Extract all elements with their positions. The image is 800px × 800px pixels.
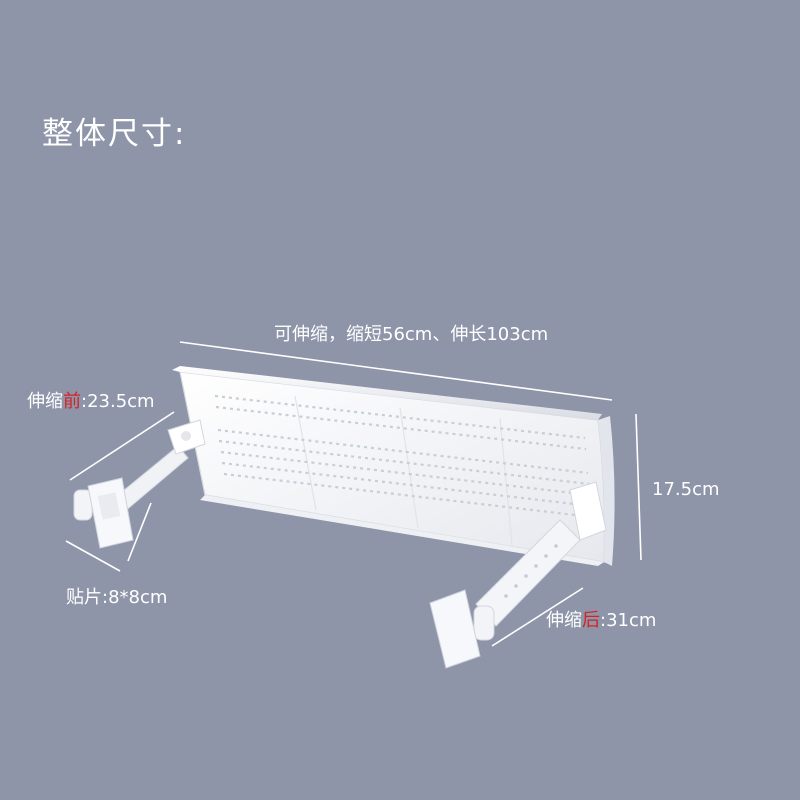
front-arm-label-value: :23.5cm: [81, 391, 155, 412]
page-title: 整体尺寸:: [42, 116, 187, 152]
front-arm-label: 伸缩前:23.5cm: [27, 387, 155, 413]
back-wall-pad: [429, 589, 481, 669]
length-dimension-line: [179, 341, 613, 401]
back-arm: [473, 481, 607, 641]
front-arm-dimension-line: [69, 411, 175, 481]
pad-width-dimension-line: [65, 540, 121, 572]
height-dimension-label: 17.5cm: [652, 479, 720, 500]
pad-height-dimension-line: [127, 502, 152, 562]
back-arm-label: 伸缩后:31cm: [546, 606, 656, 632]
front-arm-label-prefix: 伸缩: [27, 391, 63, 412]
pad-size-label: 贴片:8*8cm: [66, 587, 168, 608]
height-dimension-line: [635, 413, 642, 561]
dimension-lines: [65, 341, 642, 647]
back-arm-label-prefix: 伸缩: [546, 610, 582, 631]
front-wall-pad: [87, 477, 134, 549]
length-dimension-label: 可伸缩，缩短56cm、伸长103cm: [274, 324, 549, 345]
deflector-panel: [172, 366, 615, 566]
back-arm-label-value: :31cm: [600, 610, 657, 631]
back-arm-dimension-line: [491, 587, 584, 647]
front-arm-label-emphasis: 前: [63, 391, 81, 412]
back-arm-label-emphasis: 后: [582, 610, 600, 631]
